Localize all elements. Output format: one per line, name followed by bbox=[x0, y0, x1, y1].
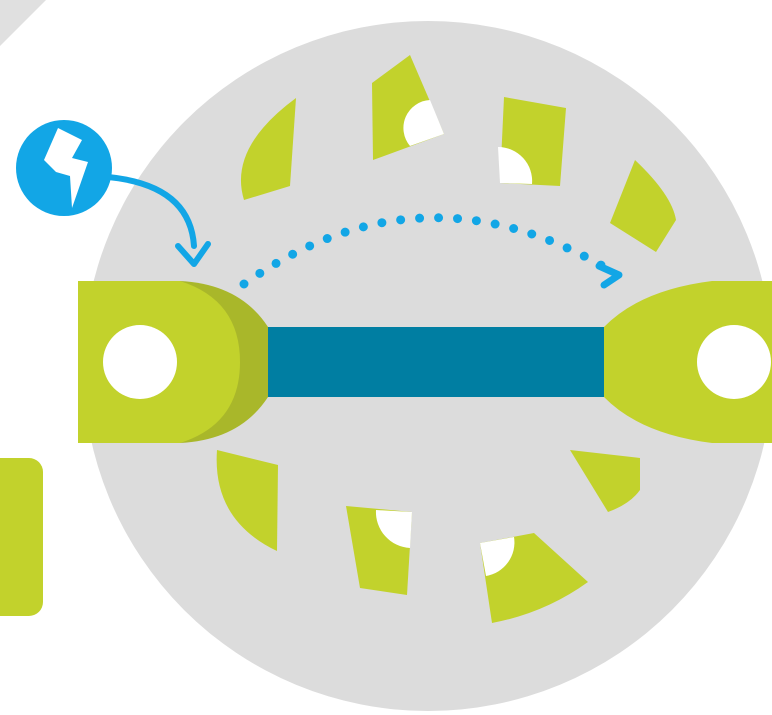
lightning-bolt-icon bbox=[16, 120, 112, 216]
fragment-3 bbox=[498, 97, 566, 186]
left-joint bbox=[78, 281, 268, 443]
side-block bbox=[0, 458, 43, 616]
connector-rod bbox=[255, 327, 615, 397]
right-joint-hole bbox=[697, 325, 771, 399]
left-joint-hole bbox=[103, 325, 177, 399]
corner-shape bbox=[0, 0, 46, 46]
